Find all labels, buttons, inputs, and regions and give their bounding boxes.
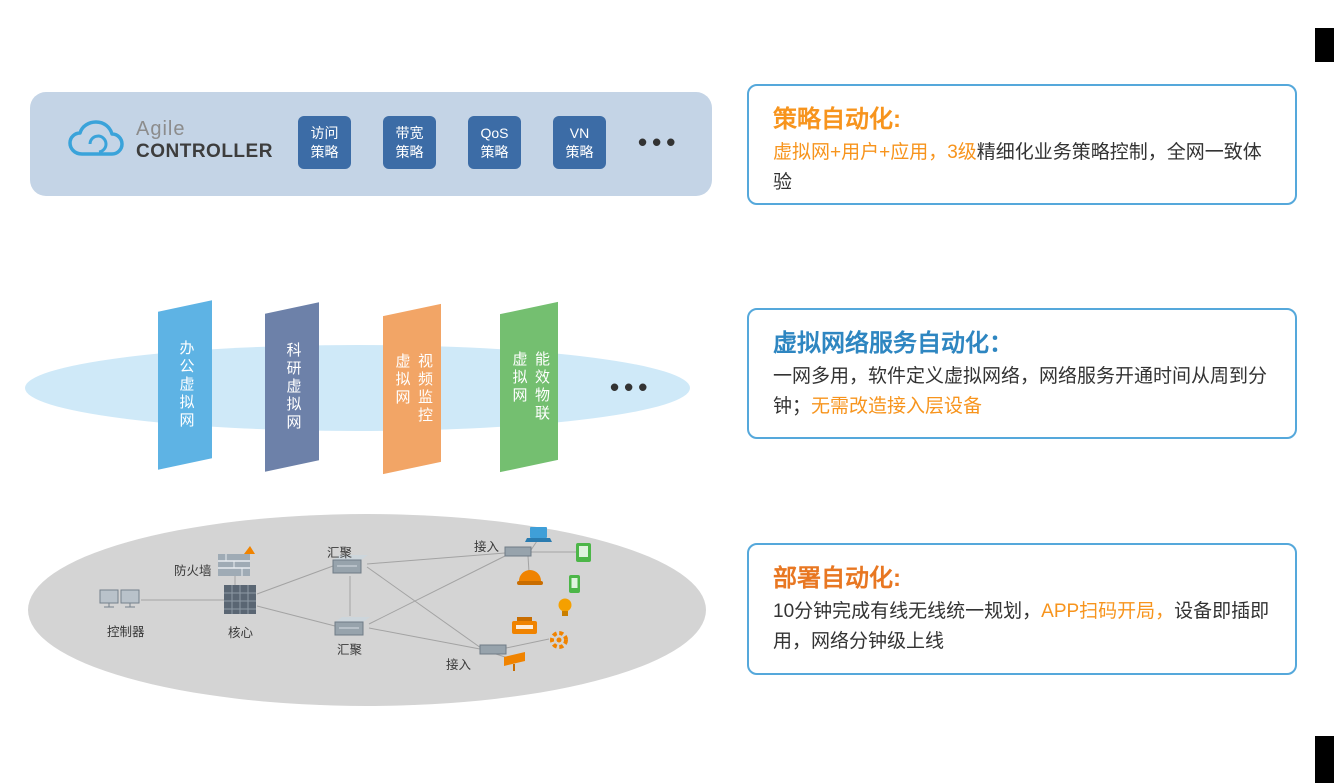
- policy-chip-qos: QoS 策略: [468, 116, 521, 169]
- policy-chip-bandwidth: 带宽 策略: [383, 116, 436, 169]
- aggregation-switch-bottom-icon: [334, 617, 370, 636]
- controller-device-icon: [99, 589, 140, 608]
- vn-card-label: 能效物联 虚拟网: [510, 351, 550, 423]
- access-switch-top-icon: [504, 546, 532, 557]
- policy-chip-label: 策略: [565, 143, 594, 160]
- policy-chip-label: 策略: [480, 143, 509, 160]
- policy-chip-label: 带宽: [395, 125, 424, 142]
- policy-chip-access: 访问 策略: [298, 116, 351, 169]
- gear-icon: [550, 631, 568, 649]
- policy-chip-label: 策略: [395, 143, 424, 160]
- callout-body: 10分钟完成有线无线统一规划，APP扫码开局，设备即插即用，网络分钟级上线: [773, 597, 1271, 657]
- callout-body: 虚拟网+用户+应用，3级精细化业务策略控制，全网一致体验: [773, 138, 1271, 198]
- callout-title: 虚拟网络服务自动化：: [773, 330, 1013, 357]
- tablet-icon: [576, 543, 591, 562]
- callout-text-segment: 一网多用，软件定义虚拟网络，网络服务开通时间从周到分钟；: [773, 366, 1268, 417]
- controller-bar: Agile CONTROLLER 访问 策略 带宽 策略 QoS 策略 VN 策…: [30, 92, 712, 196]
- vn-card-office: 办公虚拟网: [158, 300, 212, 470]
- label-controller: 控制器: [107, 625, 145, 639]
- callout-text-segment: 虚拟网+用户+应用，3级: [773, 142, 977, 163]
- label-agg-bottom: 汇聚: [337, 643, 363, 657]
- policy-chip-label: VN: [569, 125, 590, 142]
- policy-chips-row: 访问 策略 带宽 策略 QoS 策略 VN 策略 •••: [298, 116, 680, 169]
- callout-title: 部署自动化:: [773, 565, 901, 592]
- policy-chip-label: 策略: [310, 143, 339, 160]
- access-switch-bottom-icon: [479, 644, 507, 655]
- decor-black-bar-top: [1315, 28, 1334, 62]
- cloud-logo-icon: [68, 119, 124, 161]
- callout-body: 一网多用，软件定义虚拟网络，网络服务开通时间从周到分钟；无需改造接入层设备: [773, 362, 1271, 422]
- firewall-icon: [218, 546, 255, 576]
- label-access-bottom: 接入: [446, 658, 472, 672]
- core-switch-icon: [224, 585, 256, 614]
- laptop-icon: [525, 527, 552, 542]
- label-core: 核心: [228, 626, 254, 640]
- callout-text-segment: 无需改造接入层设备: [811, 396, 983, 417]
- physical-network-ellipse: 防火墙 控制器 核心 汇聚 汇聚 接入 接入: [28, 514, 706, 706]
- printer-icon: [512, 617, 537, 634]
- callout-title: 策略自动化:: [773, 106, 901, 133]
- callout-text-segment: APP扫码开局，: [1041, 601, 1175, 622]
- more-policies-ellipsis: •••: [638, 127, 681, 157]
- callout-deployment-automation: 部署自动化: 10分钟完成有线无线统一规划，APP扫码开局，设备即插即用，网络分…: [747, 543, 1297, 675]
- policy-chip-vn: VN 策略: [553, 116, 606, 169]
- dome-camera-icon: [517, 570, 543, 585]
- brand-name-bottom: CONTROLLER: [136, 141, 273, 162]
- callout-policy-automation: 策略自动化: 虚拟网+用户+应用，3级精细化业务策略控制，全网一致体验: [747, 84, 1297, 205]
- cctv-camera-icon: [504, 652, 525, 671]
- bulb-icon: [558, 598, 572, 616]
- vn-layer-ellipse: [25, 345, 690, 431]
- aggregation-switch-top-icon: [332, 555, 368, 574]
- callout-text-segment: 精细化业务策略控制，全网一致体验: [773, 142, 1262, 193]
- vn-card-label: 科研虚拟网: [284, 342, 302, 432]
- label-agg-top: 汇聚: [327, 546, 353, 560]
- vn-card-label: 视频监控 虚拟网: [393, 353, 433, 425]
- vn-card-energy-iot: 能效物联 虚拟网: [500, 301, 558, 473]
- callout-vn-service-automation: 虚拟网络服务自动化： 一网多用，软件定义虚拟网络，网络服务开通时间从周到分钟；无…: [747, 308, 1297, 439]
- phone-icon: [569, 575, 580, 593]
- callout-text-segment: 设备即插即用，网络分钟级上线: [773, 601, 1270, 652]
- policy-chip-label: QoS: [480, 125, 509, 142]
- brand-name-top: Agile: [136, 118, 186, 140]
- callout-text-segment: 10分钟完成有线无线统一规划，: [773, 601, 1042, 622]
- label-firewall: 防火墙: [174, 564, 212, 578]
- network-topology-graphic: [99, 527, 591, 671]
- vn-card-label: 办公虚拟网: [177, 340, 195, 430]
- vn-card-video-surveillance: 视频监控 虚拟网: [383, 303, 441, 475]
- agile-controller-logo: Agile CONTROLLER: [68, 118, 273, 163]
- policy-chip-label: 访问: [310, 125, 339, 142]
- more-vn-ellipsis: •••: [610, 372, 653, 402]
- vn-card-research: 科研虚拟网: [265, 302, 319, 472]
- label-access-top: 接入: [474, 540, 500, 554]
- decor-black-bar-bottom: [1315, 736, 1334, 783]
